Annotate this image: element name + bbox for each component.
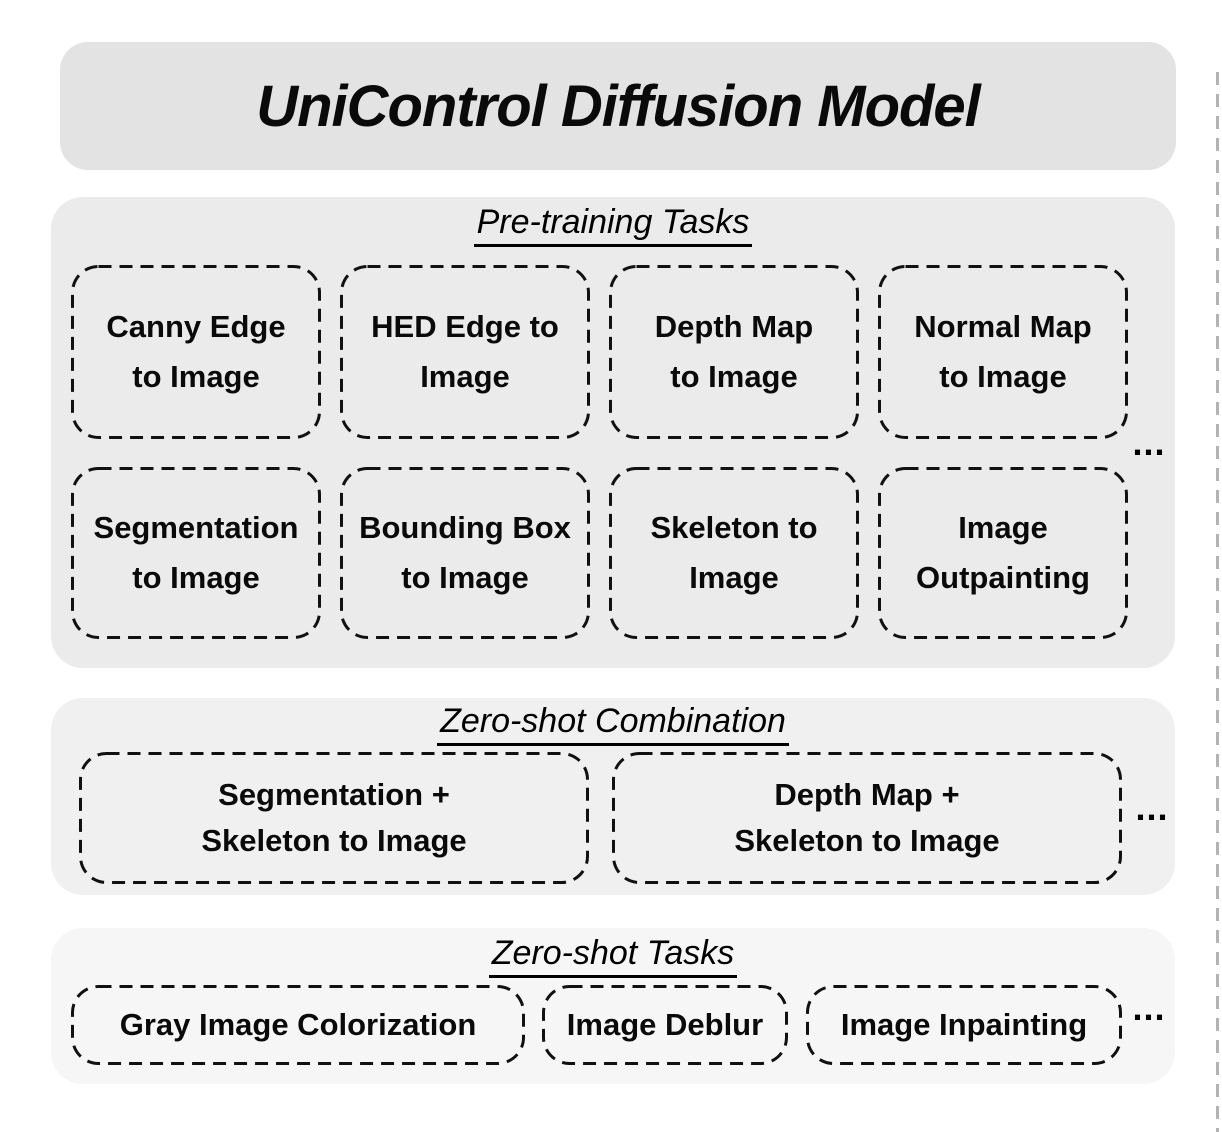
combo-box-depth-skeleton: Depth Map + Skeleton to Image xyxy=(612,752,1122,884)
pretraining-heading: Pre-training Tasks xyxy=(473,203,753,248)
task-box-depth-map: Depth Map to Image xyxy=(609,265,859,439)
cropped-edge-dashed-line xyxy=(1216,72,1219,1132)
zero-shot-combination-panel: Zero-shot Combination Segmentation + Ske… xyxy=(51,698,1175,895)
task-label: Canny Edge to Image xyxy=(106,309,286,394)
task-label: Depth Map to Image xyxy=(654,309,814,394)
task-label: Normal Map to Image xyxy=(914,309,1092,394)
combination-heading: Zero-shot Combination xyxy=(437,702,789,747)
task-label: Skeleton to Image xyxy=(650,510,818,595)
task-box-canny-edge: Canny Edge to Image xyxy=(71,265,321,439)
zero-shot-tasks-panel: Zero-shot Tasks Gray Image Colorization … xyxy=(51,928,1175,1084)
task-label: Segmentation + Skeleton to Image xyxy=(201,776,467,859)
pretraining-heading-row: Pre-training Tasks xyxy=(51,203,1175,248)
combination-heading-row: Zero-shot Combination xyxy=(51,702,1175,747)
task-label: Bounding Box to Image xyxy=(359,510,571,595)
pretraining-ellipsis: ... xyxy=(1132,422,1166,463)
combo-box-segmentation-skeleton: Segmentation + Skeleton to Image xyxy=(79,752,589,884)
zero-shot-tasks-heading: Zero-shot Tasks xyxy=(488,934,738,979)
zeroshot-box-image-inpainting: Image Inpainting xyxy=(806,985,1122,1065)
task-box-bounding-box: Bounding Box to Image xyxy=(340,467,590,639)
task-box-image-outpainting: Image Outpainting xyxy=(878,467,1128,639)
task-label: Image Inpainting xyxy=(840,1007,1088,1043)
combination-ellipsis: ... xyxy=(1135,787,1169,828)
task-label: HED Edge to Image xyxy=(371,309,559,394)
task-box-hed-edge: HED Edge to Image xyxy=(340,265,590,439)
task-label: Image Deblur xyxy=(566,1007,764,1043)
task-label: Image Outpainting xyxy=(916,510,1090,595)
zero-shot-tasks-heading-row: Zero-shot Tasks xyxy=(51,934,1175,979)
task-box-segmentation: Segmentation to Image xyxy=(71,467,321,639)
zeroshot-box-gray-colorization: Gray Image Colorization xyxy=(71,985,525,1065)
model-title-banner: UniControl Diffusion Model xyxy=(60,42,1176,170)
task-label: Gray Image Colorization xyxy=(119,1007,477,1043)
zeroshot-box-image-deblur: Image Deblur xyxy=(542,985,788,1065)
zero-shot-tasks-ellipsis: ... xyxy=(1132,987,1166,1028)
task-label: Depth Map + Skeleton to Image xyxy=(734,776,1000,859)
task-box-normal-map: Normal Map to Image xyxy=(878,265,1128,439)
task-label: Segmentation to Image xyxy=(93,510,299,595)
task-box-skeleton: Skeleton to Image xyxy=(609,467,859,639)
figure-title: UniControl Diffusion Model xyxy=(256,73,981,139)
pretraining-panel: Pre-training Tasks Canny Edge to Image H… xyxy=(51,197,1175,668)
